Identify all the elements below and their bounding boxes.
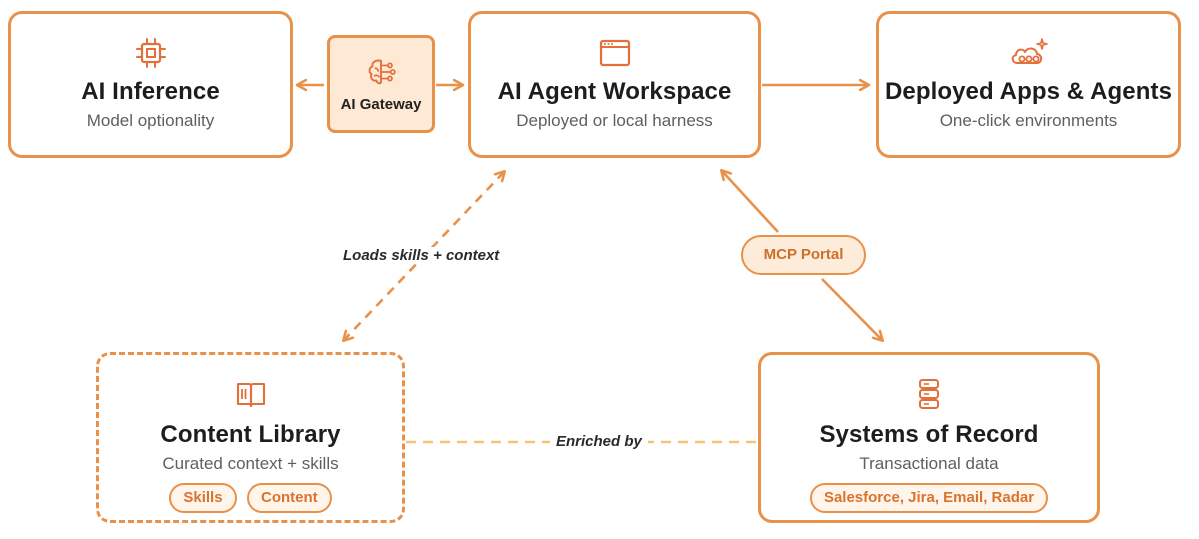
systems-of-record-subtitle: Transactional data — [859, 454, 999, 473]
ai-agent-workspace-subtitle: Deployed or local harness — [516, 111, 713, 130]
deployed-apps-title: Deployed Apps & Agents — [884, 78, 1173, 105]
tag-integrations[interactable]: Salesforce, Jira, Email, Radar — [809, 483, 1049, 513]
content-library-subtitle: Curated context + skills — [162, 454, 339, 473]
ai-inference-card[interactable]: AI Inference Model optionality — [8, 11, 293, 158]
systems-of-record-title: Systems of Record — [819, 421, 1039, 448]
loads-skills-label: Loads skills + context — [343, 247, 500, 264]
content-library-card[interactable]: Content Library Curated context + skills… — [96, 352, 405, 523]
ai-agent-workspace-title: AI Agent Workspace — [497, 78, 732, 105]
mcp-portal-pill[interactable]: MCP Portal — [741, 235, 866, 275]
ai-gateway-card[interactable]: AI Gateway — [327, 35, 435, 133]
content-library-title: Content Library — [160, 421, 341, 448]
brain-circuit-icon — [368, 59, 396, 85]
ai-inference-subtitle: Model optionality — [86, 111, 215, 130]
ai-inference-title: AI Inference — [81, 78, 220, 105]
systems-of-record-card[interactable]: Systems of Record Transactional data Sal… — [758, 352, 1100, 523]
database-stack-icon — [919, 379, 939, 409]
deployed-apps-subtitle: One-click environments — [939, 111, 1118, 130]
edge-mcp-systems — [821, 278, 882, 340]
content-library-tags: Skills Content — [99, 483, 402, 513]
open-book-icon — [236, 382, 265, 408]
cloud-sparkle-icon — [1011, 38, 1048, 64]
tag-skills[interactable]: Skills — [169, 483, 237, 513]
cpu-chip-icon — [135, 38, 166, 68]
edge-workspace-mcp — [722, 171, 779, 233]
browser-window-icon — [599, 39, 630, 67]
systems-of-record-tags: Salesforce, Jira, Email, Radar — [761, 483, 1097, 513]
enriched-by-label: Enriched by — [550, 433, 648, 450]
ai-agent-workspace-card[interactable]: AI Agent Workspace Deployed or local har… — [468, 11, 761, 158]
deployed-apps-card[interactable]: Deployed Apps & Agents One-click environ… — [876, 11, 1181, 158]
ai-gateway-label: AI Gateway — [340, 96, 422, 113]
tag-content[interactable]: Content — [247, 483, 332, 513]
